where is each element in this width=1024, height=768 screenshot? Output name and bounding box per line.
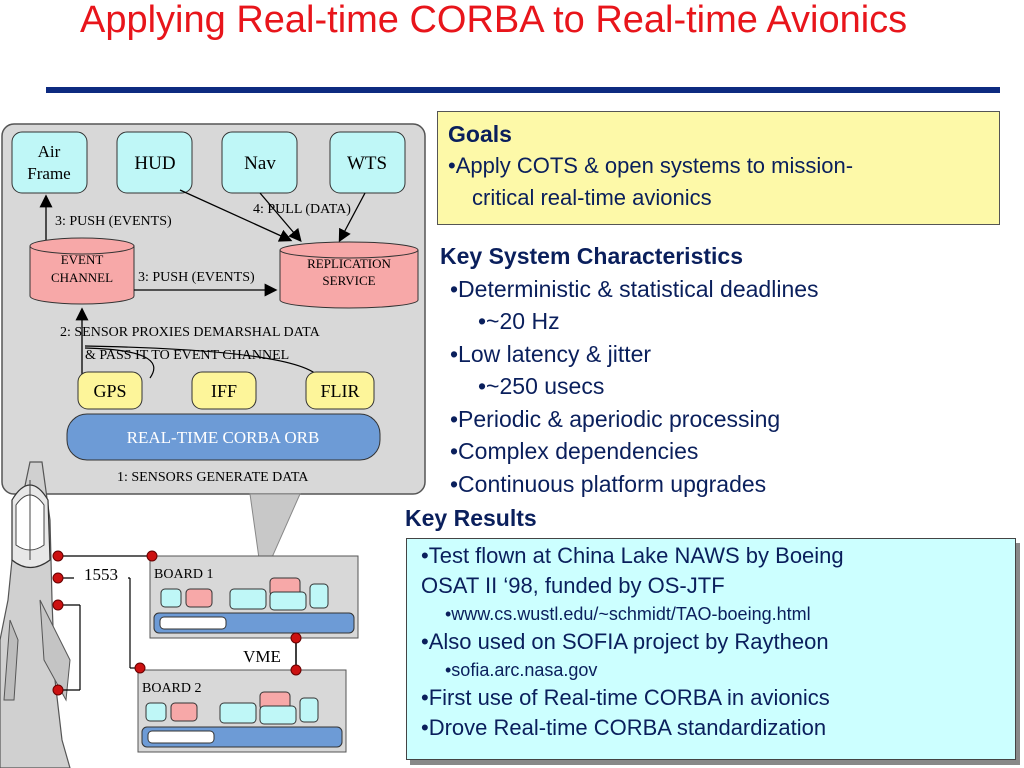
goals-heading: Goals <box>448 121 512 147</box>
ksc-item: •Low latency & jitter <box>450 340 652 367</box>
pull-arrow-wts <box>338 192 366 243</box>
result-item-cont: OSAT II ‘98, funded by OS-JTF <box>421 573 725 598</box>
flir-label: FLIR <box>320 381 359 401</box>
board1-chip-2 <box>185 588 213 608</box>
step2-label-1: 2: SENSOR PROXIES DEMARSHAL DATA <box>60 325 321 340</box>
step2-curve-flir <box>84 345 321 379</box>
board1-chip-3 <box>229 588 267 610</box>
title-rule <box>46 87 1000 93</box>
replication-label-2: SERVICE <box>322 273 375 288</box>
board1-chip-1 <box>160 588 182 608</box>
bus-1553-label-bg <box>74 562 128 584</box>
jet-silhouette <box>0 461 71 768</box>
bus-1553-label: 1553 <box>84 565 118 584</box>
board2-label: BOARD 2 <box>142 681 202 696</box>
air-frame-box <box>11 131 88 194</box>
ksc-item: •~20 Hz <box>478 308 560 334</box>
step2-label-2: & PASS IT TO EVENT CHANNEL <box>85 348 289 363</box>
replication-label-1: REPLICATION <box>307 256 391 271</box>
iff-box <box>191 371 257 410</box>
board2-chip-1 <box>145 702 167 722</box>
flir-box <box>305 371 375 410</box>
goals-item-1: •Apply COTS & open systems to mission- <box>448 153 854 178</box>
step4-label: 4: PULL (DATA) <box>253 202 351 217</box>
hud-box <box>116 131 193 194</box>
result-item: •Drove Real-time CORBA standardization <box>421 715 827 740</box>
step2-curve-iff <box>84 347 155 379</box>
pull-arrow-nav <box>259 192 302 242</box>
ksc-item: •Continuous platform upgrades <box>450 470 767 497</box>
key-results-box: •Test flown at China Lake NAWS by Boeing… <box>406 538 1016 760</box>
orb-bar <box>66 413 381 461</box>
result-item: •Also used on SOFIA project by Raytheon <box>421 629 829 654</box>
event-channel-cylinder <box>29 246 135 305</box>
result-link[interactable]: •www.cs.wustl.edu/~schmidt/TAO-boeing.ht… <box>445 604 811 624</box>
board1-label: BOARD 1 <box>154 567 214 582</box>
replication-service-cylinder <box>279 250 419 309</box>
bus-connection-dots <box>52 550 302 696</box>
ksc-item: •~250 usecs <box>478 373 605 399</box>
key-results-heading: Key Results <box>405 505 537 531</box>
board2-chip-6 <box>299 697 319 723</box>
pull-arrow-hud <box>179 189 293 242</box>
ksc-heading: Key System Characteristics <box>440 243 743 269</box>
ksc-item: •Complex dependencies <box>450 438 699 464</box>
board2-chip-5 <box>259 705 297 725</box>
event-channel-label-2: CHANNEL <box>51 270 113 285</box>
board1-chip-6 <box>309 583 329 609</box>
goals-item-1-cont: critical real-time avionics <box>472 185 712 210</box>
wts-box <box>329 131 406 194</box>
step3-up-label: 3: PUSH (EVENTS) <box>55 214 172 229</box>
hud-label: HUD <box>134 153 175 174</box>
board2-chip-2 <box>170 702 198 722</box>
step3-right-label: 3: PUSH (EVENTS) <box>138 270 255 285</box>
replication-service-top <box>279 241 419 259</box>
avionics-diagram: Air Frame HUD Nav WTS 4: PULL (DATA) 3: … <box>0 123 426 768</box>
step1-label: 1: SENSORS GENERATE DATA <box>117 470 309 485</box>
air-frame-label-1: Air <box>38 142 61 161</box>
ksc-item: •Periodic & aperiodic processing <box>450 405 781 432</box>
event-channel-label-1: EVENT <box>61 252 104 267</box>
air-frame-label-2: Frame <box>27 164 70 183</box>
vme-label: VME <box>243 647 281 666</box>
wts-label: WTS <box>347 153 387 174</box>
result-item: •First use of Real-time CORBA in avionic… <box>421 685 830 710</box>
slide-title: Applying Real-time CORBA to Real-time Av… <box>80 0 908 41</box>
nav-box <box>221 131 298 194</box>
ksc-item: •Deterministic & statistical deadlines <box>450 275 819 302</box>
board1-slot <box>159 616 227 630</box>
iff-label: IFF <box>211 381 237 401</box>
goals-box: Goals •Apply COTS & open systems to miss… <box>437 111 1000 225</box>
orb-label: REAL-TIME CORBA ORB <box>127 428 320 447</box>
gps-label: GPS <box>93 381 126 401</box>
result-link[interactable]: •sofia.arc.nasa.gov <box>445 660 598 680</box>
board1-chip-5 <box>269 591 307 611</box>
board2-chip-3 <box>219 702 257 724</box>
board2-slot <box>147 730 215 744</box>
event-channel-top <box>29 237 135 255</box>
key-system-characteristics: Key System Characteristics •Deterministi… <box>440 240 1020 500</box>
result-item: •Test flown at China Lake NAWS by Boeing <box>421 543 844 568</box>
nav-label: Nav <box>244 153 276 174</box>
gps-box <box>77 371 143 410</box>
